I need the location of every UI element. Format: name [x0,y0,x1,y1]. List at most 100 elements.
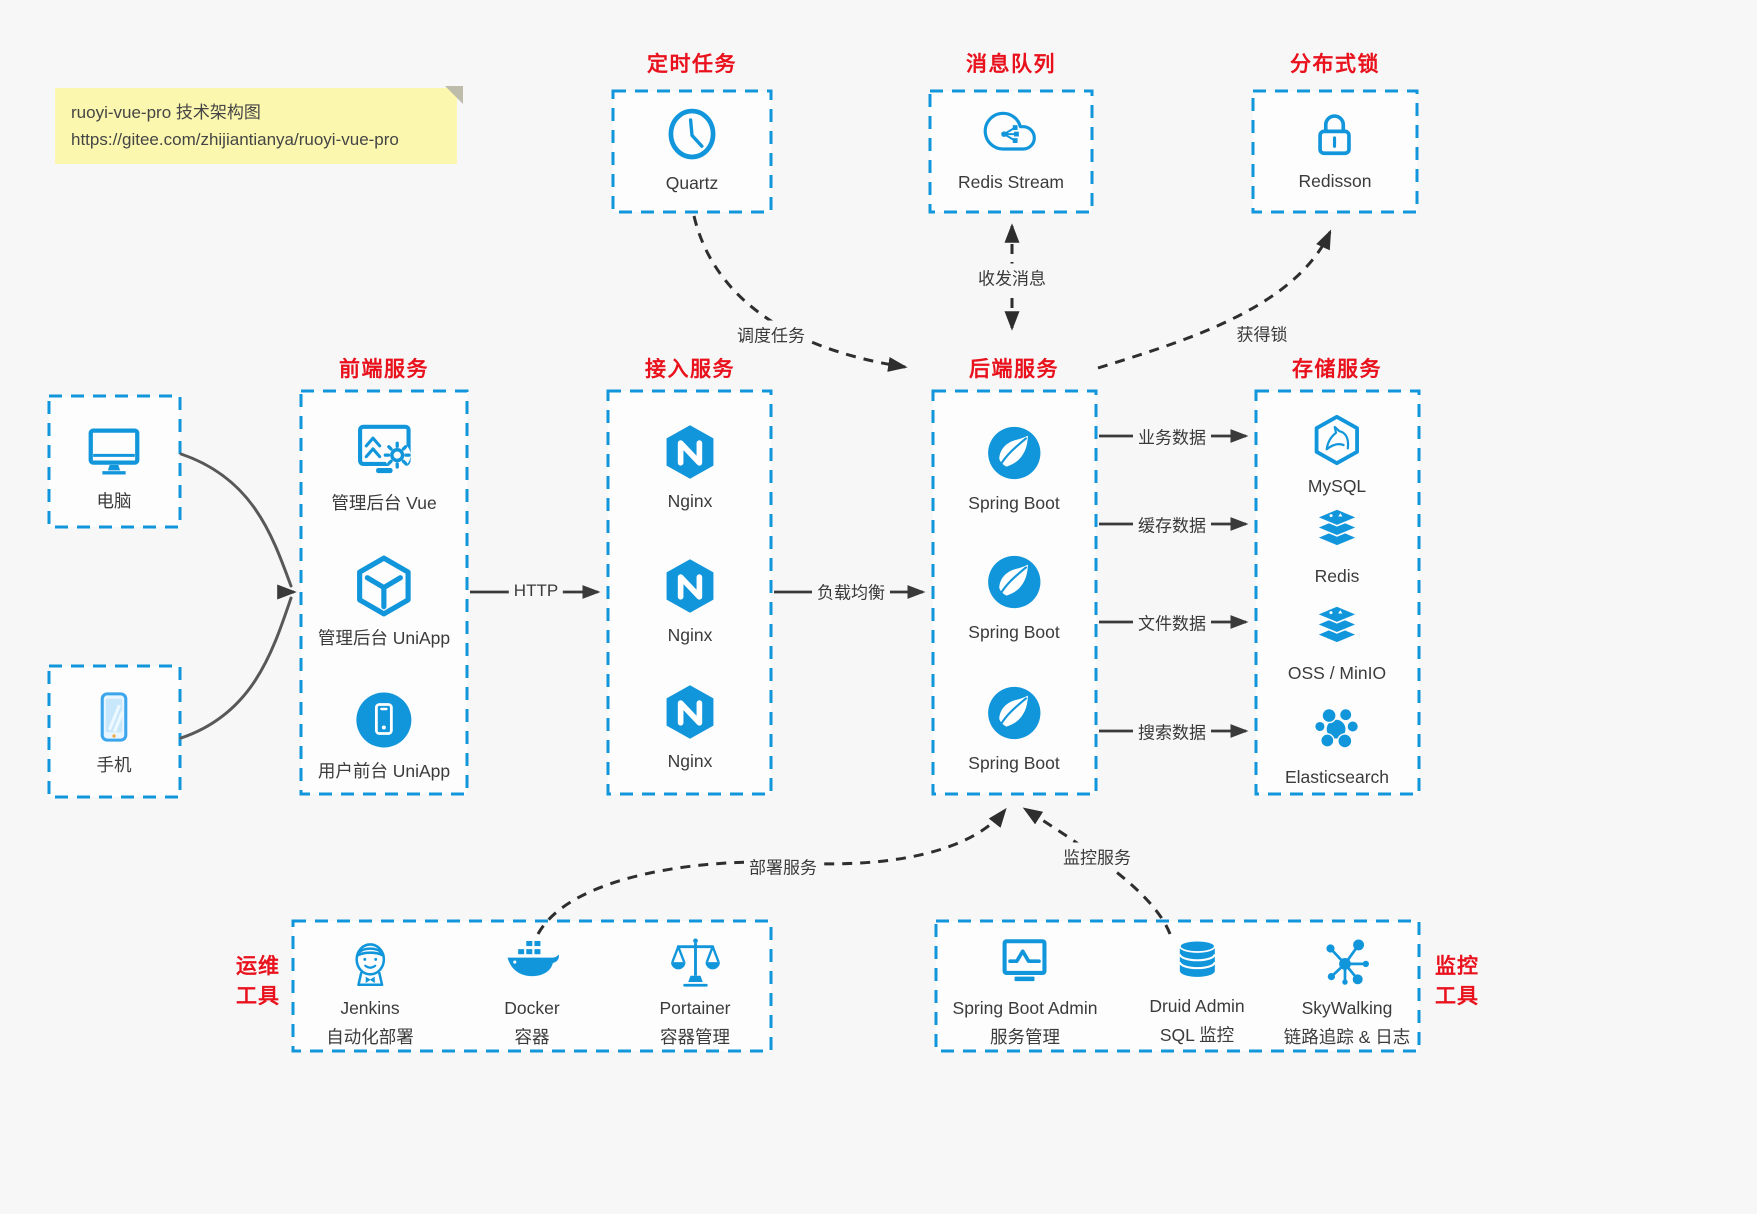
spring-boot-icon [983,422,1045,484]
edge-pc-to-frontend [179,452,293,588]
node-druid-admin: Druid Admin SQL 监控 [1149,934,1245,1047]
note-url: https://gitee.com/zhijiantianya/ruoyi-vu… [71,130,399,150]
message-queue-box [928,89,1094,214]
edge-label-send-receive-message: 收发消息 [973,263,1051,291]
title-gateway-services: 接入服务 [645,358,735,381]
node-portainer: Portainer 容器管理 [659,934,731,1049]
edge-acquire-lock [1097,229,1332,370]
nginx-icon [660,422,720,482]
node-label: 手机 [96,755,132,775]
scales-icon [666,934,724,992]
node-skywalking: SkyWalking 链路追踪 & 日志 [1284,934,1410,1049]
title-scheduled-task: 定时任务 [647,53,737,76]
node-label: Elasticsearch [1284,767,1390,787]
node-spring-boot-admin: Spring Boot Admin 服务管理 [952,934,1098,1049]
jenkins-icon [341,934,399,992]
title-ops-tools: 运维 工具 [236,955,280,1009]
edge-label-file-data: 文件数据 [1133,608,1211,636]
node-desc: 链路追踪 & 日志 [1283,1026,1411,1047]
node-elasticsearch: Elasticsearch [1285,702,1389,790]
edge-label-load-balance: 负载均衡 [812,577,890,605]
edge-label-monitor-service: 监控服务 [1058,842,1136,870]
edge-label-deploy-service: 部署服务 [744,852,822,880]
phone-icon [85,688,143,746]
node-nginx-2: Nginx [660,556,720,648]
nginx-icon [660,556,720,616]
node-admin-uniapp: 管理后台 UniApp [318,553,450,651]
node-label: 用户前台 UniApp [317,761,451,781]
node-name: Portainer [659,998,731,1018]
nginx-icon [660,682,720,742]
cloud-network-icon [983,107,1039,163]
node-label: 管理后台 Vue [331,493,437,513]
node-admin-vue: 管理后台 Vue [331,418,437,516]
edge-label-acquire-lock: 获得锁 [1231,319,1293,347]
node-redis: Redis [1310,503,1364,589]
edge-label-search-data: 搜索数据 [1133,717,1211,745]
lock-icon [1307,106,1363,162]
node-desc: 容器 [514,1026,550,1047]
monitor-chart-icon [996,934,1054,992]
edge-monitor-service [1022,807,1172,935]
node-mysql: MySQL [1308,413,1366,499]
title-backend-services: 后端服务 [969,358,1059,381]
node-name: SkyWalking [1301,998,1393,1018]
node-mobile: 手机 [85,688,143,778]
node-jenkins: Jenkins 自动化部署 [326,934,414,1049]
node-label: Spring Boot [968,493,1060,513]
node-label: OSS / MinIO [1287,663,1387,683]
edge-label-business-data: 业务数据 [1133,422,1211,450]
node-name: Jenkins [340,998,400,1018]
node-nginx-3: Nginx [660,682,720,774]
object-storage-icon [1310,600,1364,654]
node-nginx-1: Nginx [660,422,720,514]
node-label: Nginx [667,491,713,511]
spring-boot-icon [983,682,1045,744]
note-title: ruoyi-vue-pro 技术架构图 [71,103,261,122]
node-desc: 容器管理 [659,1026,730,1047]
node-pc: 电脑 [83,420,145,514]
node-label: 电脑 [96,491,132,511]
mobile-app-circle-icon [352,688,416,752]
node-redisson: Redisson [1298,106,1372,194]
clock-icon [662,104,722,164]
sticky-note: ruoyi-vue-pro 技术架构图 https://gitee.com/zh… [55,86,463,165]
node-label: Spring Boot [968,753,1060,773]
network-hub-icon [1318,934,1376,992]
node-desc: SQL 监控 [1159,1024,1235,1045]
admin-dashboard-icon [351,418,417,484]
node-label: Quartz [665,173,719,193]
node-label: Spring Boot [968,622,1060,642]
node-label: 管理后台 UniApp [317,628,451,648]
node-oss-minio: OSS / MinIO [1288,600,1386,686]
node-redis-stream: Redis Stream [958,107,1064,195]
node-label: Nginx [667,625,713,645]
node-spring-boot-1: Spring Boot [968,422,1060,516]
node-name: Druid Admin [1149,996,1245,1016]
node-label: Redis [1314,566,1360,586]
node-label: Redisson [1298,171,1372,191]
mysql-icon [1310,413,1364,467]
node-name: Docker [504,998,560,1018]
edge-label-http: HTTP [508,580,564,602]
title-storage-services: 存储服务 [1292,358,1382,381]
node-label: Nginx [667,751,713,771]
node-user-uniapp: 用户前台 UniApp [318,688,450,784]
node-label: Redis Stream [957,172,1065,192]
node-name: Spring Boot Admin [952,998,1098,1018]
edge-mobile-to-frontend [179,596,293,740]
edge-label-cache-data: 缓存数据 [1133,510,1211,538]
node-label: MySQL [1307,476,1367,496]
node-docker: Docker 容器 [503,934,561,1049]
desktop-icon [83,420,145,482]
node-spring-boot-3: Spring Boot [968,682,1060,776]
node-desc: 自动化部署 [326,1026,414,1047]
node-desc: 服务管理 [989,1026,1060,1047]
title-distributed-lock: 分布式锁 [1290,53,1380,76]
title-frontend-services: 前端服务 [339,358,429,381]
node-spring-boot-2: Spring Boot [968,551,1060,645]
title-monitor-tools: 监控 工具 [1435,955,1479,1009]
redis-stack-icon [1310,503,1364,557]
edge-label-schedule-task: 调度任务 [732,320,810,348]
